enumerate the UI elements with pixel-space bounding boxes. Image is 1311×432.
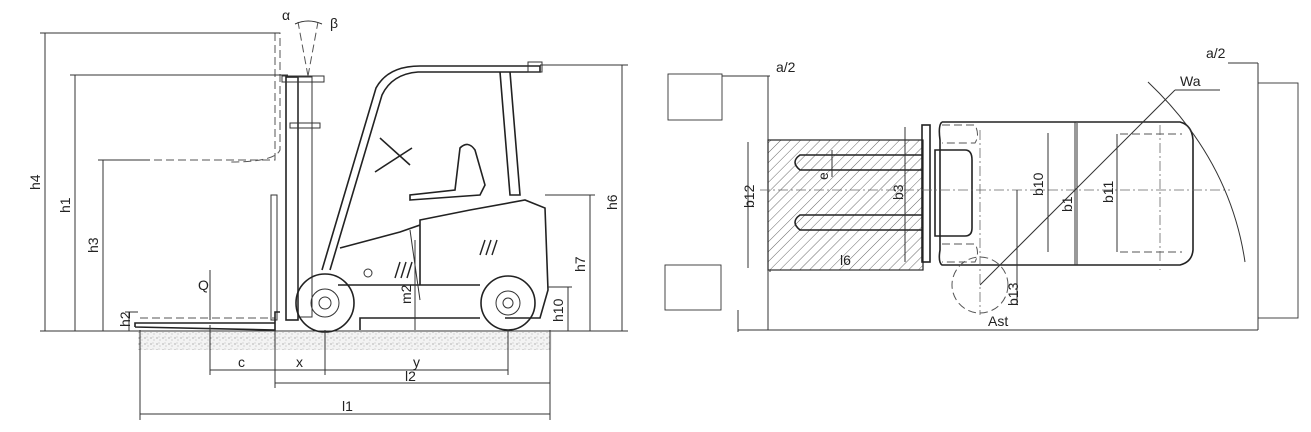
label-h7: h7 <box>572 256 588 272</box>
turning-radius-arc <box>1147 81 1246 263</box>
label-h2: h2 <box>117 311 133 327</box>
label-m2: m2 <box>398 284 414 304</box>
label-c: c <box>238 354 245 370</box>
overhead-guard <box>321 65 541 271</box>
label-b1: b1 <box>1059 196 1075 212</box>
label-a2-left: a/2 <box>776 59 796 75</box>
label-y: y <box>413 354 420 370</box>
label-b10: b10 <box>1030 172 1046 196</box>
truck-body <box>338 199 549 330</box>
label-h3: h3 <box>85 237 101 253</box>
label-b12: b12 <box>741 184 757 208</box>
truck-chassis <box>938 121 1194 266</box>
load-pallet <box>767 139 924 271</box>
mast <box>285 76 299 321</box>
label-h10: h10 <box>550 298 566 322</box>
label-b13: b13 <box>1005 282 1021 306</box>
label-alpha: α <box>282 7 290 23</box>
label-Ast: Ast <box>988 313 1008 329</box>
wall-top-left <box>667 73 723 121</box>
rear-wheel <box>480 275 536 331</box>
label-e: e <box>815 172 831 180</box>
front-wheel <box>295 273 355 333</box>
top-view: a/2 a/2 Wa b12 b3 e l6 b10 b1 b11 b13 As… <box>664 45 1299 332</box>
raised-fork-outline <box>145 33 276 161</box>
forks-top <box>794 154 922 231</box>
label-l6: l6 <box>840 252 851 268</box>
fork <box>134 311 280 331</box>
label-h6: h6 <box>604 194 620 210</box>
label-Wa: Wa <box>1180 73 1201 89</box>
seat <box>409 143 486 201</box>
label-h4: h4 <box>27 174 43 190</box>
label-x: x <box>296 354 303 370</box>
wall-right <box>1257 82 1299 319</box>
label-a2-right: a/2 <box>1206 45 1226 61</box>
label-Q: Q <box>198 277 209 293</box>
label-h1: h1 <box>57 197 73 213</box>
hatch-marks <box>394 239 498 279</box>
ground-floor <box>138 332 552 350</box>
label-b3: b3 <box>890 184 906 200</box>
turning-center <box>951 256 1009 314</box>
wall-bottom-left <box>664 264 722 311</box>
label-l2: l2 <box>405 368 416 384</box>
label-b11: b11 <box>1100 180 1116 203</box>
fork-carriage <box>921 124 931 263</box>
label-beta: β <box>330 15 338 31</box>
side-view: h4 h1 h3 h2 h6 h7 h10 m2 Q α β c x y l2 … <box>27 7 628 420</box>
label-l1: l1 <box>342 398 353 414</box>
